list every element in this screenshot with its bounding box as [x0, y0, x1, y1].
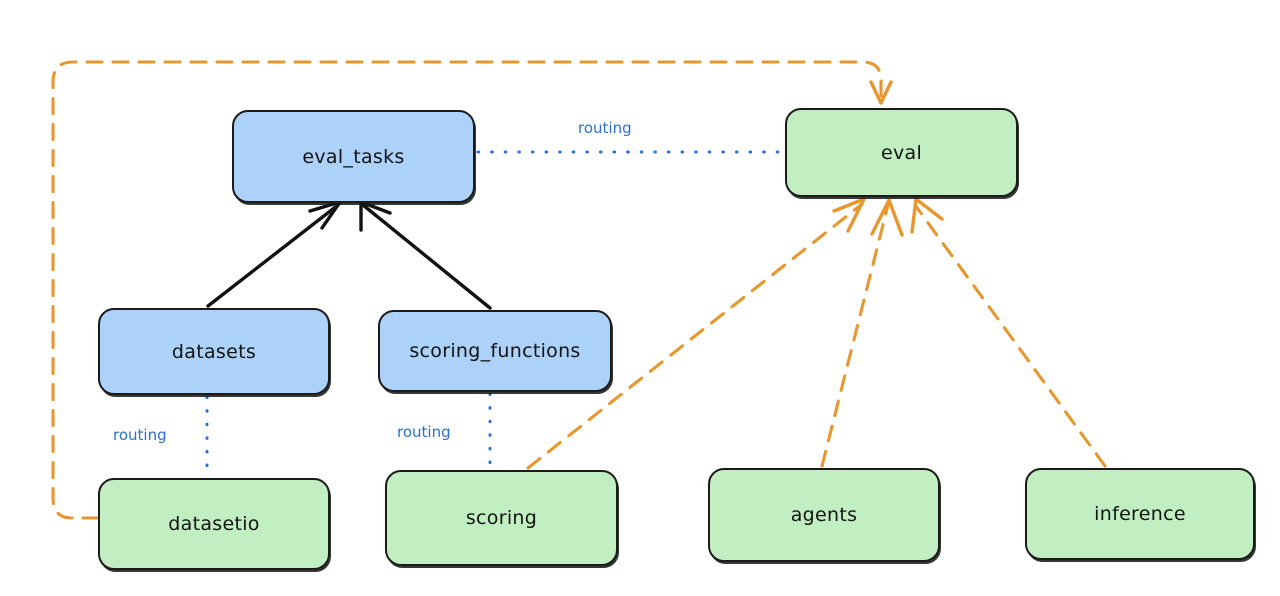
- edge-datasetio-to-eval: [51, 60, 883, 520]
- edge-scoring-to-eval-arrowhead: [832, 197, 866, 233]
- edge-datasets-to-eval_tasks: [206, 203, 340, 308]
- edge-agents-to-eval: [820, 203, 890, 468]
- node-scoring-functions-label: scoring_functions: [409, 340, 581, 362]
- node-datasetio[interactable]: datasetio: [98, 478, 330, 570]
- edge-inference-to-eval: [913, 203, 1107, 468]
- node-agents[interactable]: agents: [708, 468, 940, 562]
- node-datasetio-label: datasetio: [168, 513, 260, 535]
- edge-inference-to-eval-arrowhead: [910, 197, 944, 234]
- edge-agents-to-eval-arrowhead: [870, 198, 904, 237]
- node-eval[interactable]: eval: [785, 108, 1018, 197]
- node-eval-tasks[interactable]: eval_tasks: [232, 110, 475, 203]
- node-scoring-label: scoring: [465, 507, 538, 529]
- node-scoring-functions[interactable]: scoring_functions: [378, 310, 612, 392]
- edge-label-routing-scoring: routing: [397, 423, 451, 441]
- node-agents-label: agents: [790, 504, 858, 526]
- edge-scoring-to-eval: [526, 202, 864, 470]
- node-inference-label: inference: [1094, 503, 1186, 525]
- edge-label-routing-eval: routing: [578, 119, 632, 137]
- edge-datasetio-to-eval-arrowhead: [869, 80, 893, 105]
- node-datasets-label: datasets: [171, 340, 257, 363]
- edge-scoring_functions-to-eval_tasks: [361, 203, 492, 310]
- edge-label-routing-datasetio: routing: [113, 426, 167, 444]
- node-eval-label: eval: [880, 141, 923, 164]
- node-datasets[interactable]: datasets: [98, 308, 330, 395]
- node-inference[interactable]: inference: [1025, 468, 1255, 560]
- node-eval-tasks-label: eval_tasks: [302, 145, 405, 168]
- node-scoring[interactable]: scoring: [385, 470, 618, 566]
